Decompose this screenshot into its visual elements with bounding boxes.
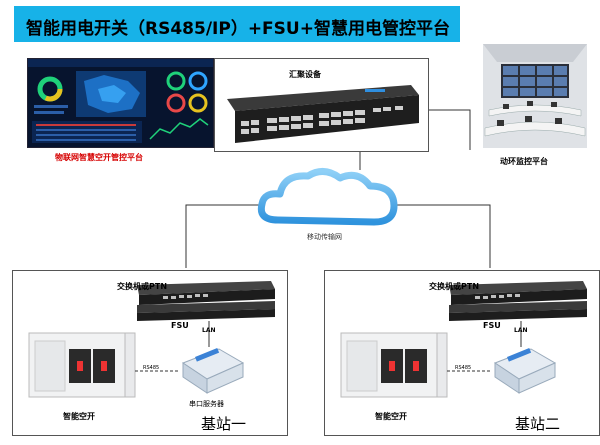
station-2-fsu-label: FSU: [483, 321, 501, 330]
cloud-icon: [257, 168, 398, 226]
station-1-name: 基站一: [201, 415, 247, 433]
station-2-box: 交换机或PTN FSU LAN RS485 智能空开 基站二: [324, 270, 600, 436]
station-1-box: 交换机或PTN FSU LAN RS485 串口服务器 智能空开 基站一: [12, 270, 288, 436]
station-1-lan-label: LAN: [202, 327, 216, 334]
page-title: 智能用电开关（RS485/IP）+FSU+智慧用电管控平台: [26, 19, 450, 39]
station-2-breaker-label: 智能空开: [375, 412, 407, 421]
station-2-rs485-label: RS485: [455, 365, 472, 371]
aggregation-device-box: [214, 58, 429, 152]
station-2-lan-label: LAN: [514, 327, 528, 334]
aggregation-caption: 汇聚设备: [289, 70, 321, 79]
station-1-graphic: [28, 281, 275, 398]
line-cloud-to-station-1: [185, 204, 262, 268]
station-2-switch-label: 交换机或PTN: [429, 282, 480, 291]
station-1-device-label: 串口服务器: [189, 400, 224, 408]
dashboard-screenshot: [27, 58, 214, 148]
dashboard-caption: 物联网智慧空开管控平台: [55, 153, 143, 162]
station-1-fsu-label: FSU: [171, 321, 189, 330]
dashboard-graphic: [28, 59, 213, 143]
station-2-graphic: [340, 281, 587, 398]
title-banner: 智能用电开关（RS485/IP）+FSU+智慧用电管控平台: [14, 6, 460, 42]
network-caption: 移动传输网: [307, 233, 342, 241]
monitoring-room-graphic: [483, 44, 587, 148]
monitoring-caption: 动环监控平台: [500, 157, 548, 166]
station-1-switch-label: 交换机或PTN: [117, 282, 168, 291]
station-1-breaker-label: 智能空开: [63, 412, 95, 421]
line-agg-to-room: [427, 109, 471, 150]
station-1-rs485-label: RS485: [143, 365, 160, 371]
station-2-name: 基站二: [515, 415, 561, 433]
line-cloud-to-station-2: [396, 204, 491, 268]
monitoring-room-photo: [483, 44, 587, 148]
aggregation-switch-graphic: [227, 85, 419, 143]
